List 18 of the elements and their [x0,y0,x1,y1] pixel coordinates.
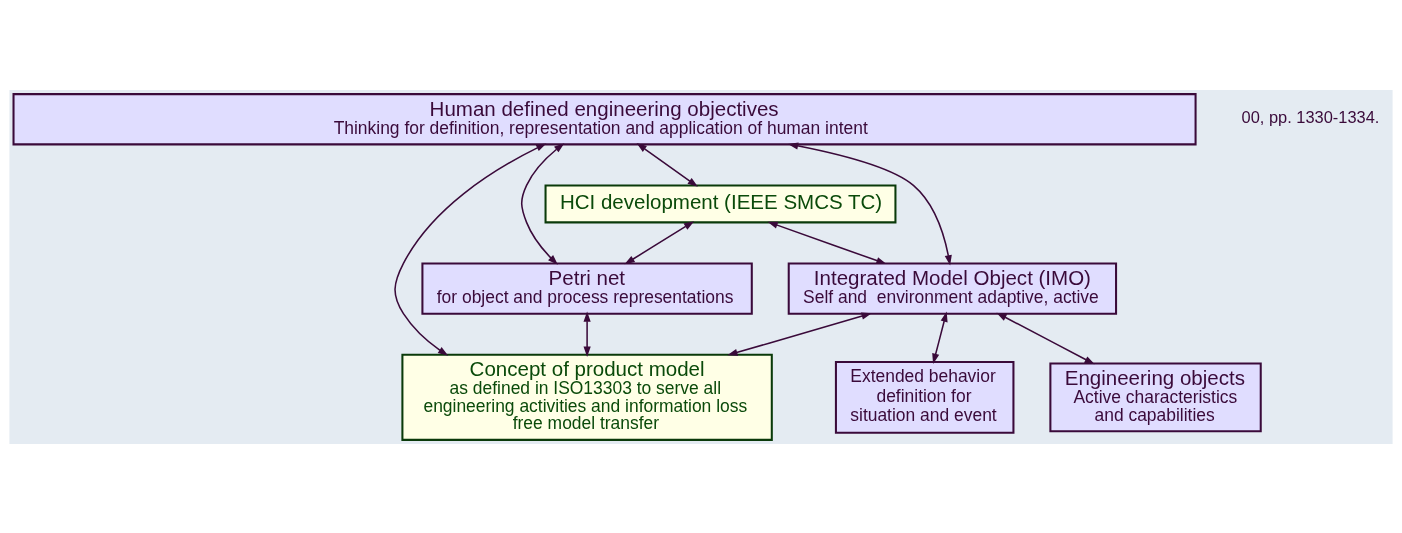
arrow [727,312,872,356]
node-box: Engineering objects Active characteristics and capabilities [1049,361,1262,432]
arrow [787,141,952,265]
arrow [624,220,695,264]
arrow [394,142,547,356]
arrow [932,311,948,364]
node-box: Extended behavior definition for situation and event [834,360,1015,434]
arrow [996,312,1095,364]
arrow [767,221,887,264]
arrow [520,142,565,265]
node-box: Petri net for object and process representations [421,261,753,315]
node-box: Integrated Model Object (IMO) Self and environment adaptive, active [787,261,1118,315]
node-box: HCI development (IEEE SMCS TC) [544,183,897,223]
label: 00, pp. 1330-1334. [1241,107,1380,126]
node-box: Human defined engineering objectives Thinking for definition, representation and application of human intent [12,92,1197,145]
arrow [583,310,591,357]
node-box: Concept of product model as defined in ISO13303 to serve all engineering activities and information loss free model transfer [401,353,773,441]
arrow [636,142,698,187]
